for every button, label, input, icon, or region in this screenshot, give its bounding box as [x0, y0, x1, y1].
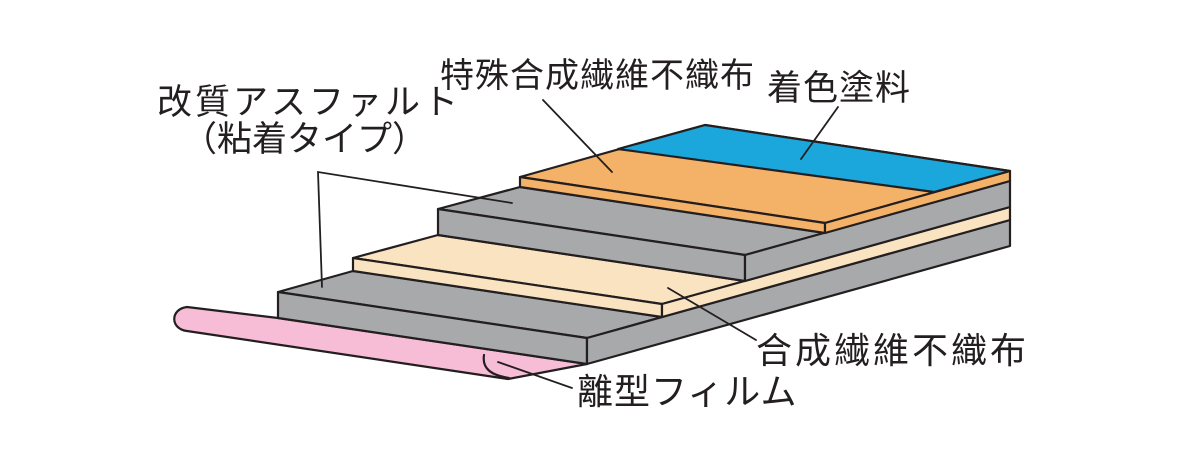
- release-film-fold-line: [482, 353, 511, 380]
- label-synthetic-nonwoven: 合成繊維不織布: [756, 331, 1029, 372]
- label-modified-asphalt-line1: 改質アスファルト: [157, 83, 461, 123]
- label-modified-asphalt-line2: （粘着タイプ）: [182, 120, 427, 160]
- colored-paint-surface: [616, 123, 1012, 194]
- leader-release-film: [497, 361, 573, 389]
- label-special-nonwoven: 特殊合成繊維不織布: [440, 56, 755, 96]
- leader-modified-asphalt-fork: [317, 170, 513, 288]
- leader-special-nonwoven: [542, 99, 613, 173]
- label-release-film: 離型フィルム: [577, 372, 798, 413]
- leader-synthetic-nonwoven: [667, 287, 757, 341]
- leader-colored-paint: [800, 106, 839, 160]
- label-colored-paint: 着色塗料: [767, 69, 911, 109]
